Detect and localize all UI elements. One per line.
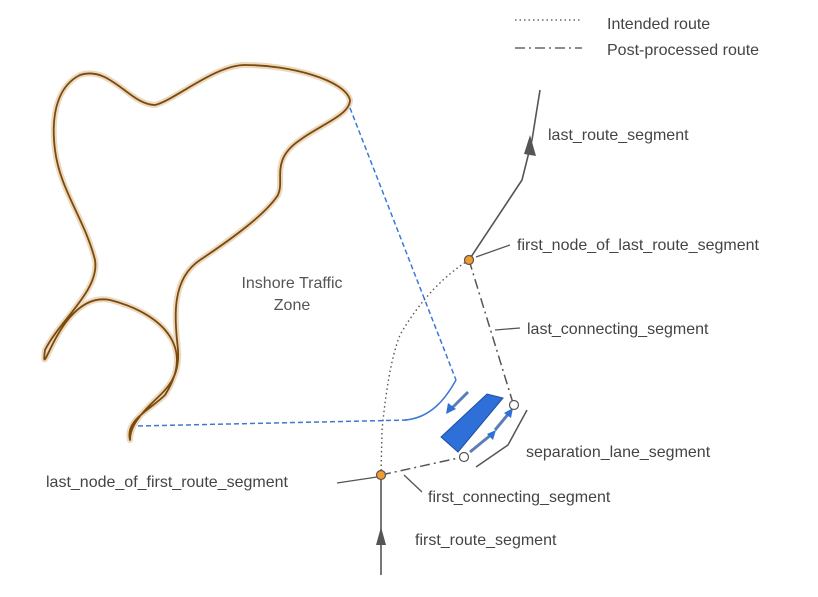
label-first-route-segment: first_route_segment [415,532,557,549]
separation-zone-shape [440,393,504,453]
legend: Intended route Post-processed route [515,16,759,59]
zone-projection-top-dashed-line [349,107,457,381]
lane-outer-edge-line [475,444,509,468]
leader-first-connecting-segment [403,474,423,493]
zone-label-line2: Zone [274,297,311,314]
lane-direction-arrowhead-northeast-2 [504,408,513,418]
lane-direction-arrowhead-southwest [446,403,456,414]
zone-outline [43,64,351,441]
lane-direction-arrowhead-northeast-1 [487,430,496,440]
label-last-route-segment: last_route_segment [548,127,689,144]
lane-direction-arrow-northeast-1 [469,432,493,454]
legend-post-processed-route-label: Post-processed route [607,42,759,59]
lane-outer-edge-line-2 [507,409,528,446]
intended-route-line [380,259,470,476]
zone-outline-glow [41,62,353,443]
leader-last-node-of-first-route-segment [336,476,378,484]
label-first-connecting-segment: first_connecting_segment [428,489,611,506]
zone-label-line1: Inshore Traffic [241,275,342,292]
inshore-traffic-zone: Inshore Traffic Zone [41,62,353,443]
first-connecting-segment-line [380,456,464,476]
zone-boundary-curve [404,379,457,421]
first-node-of-last-route-segment-marker [463,254,475,266]
separation-lane-exit-node [508,399,520,411]
label-separation-lane-segment: separation_lane_segment [526,444,711,461]
last-route-segment-tail [531,89,541,141]
leader-last-connecting-segment [494,327,521,331]
last-route-segment-arrowhead [524,135,536,156]
zone-projection-bottom-dashed-line [137,419,411,427]
last-connecting-segment-line [468,259,514,404]
leader-first-node-of-last-route-segment [475,244,511,258]
first-route-segment-arrowhead [376,527,386,545]
legend-intended-route-label: Intended route [607,16,710,33]
separation-lane [440,390,528,468]
label-last-node-of-first-route-segment: last_node_of_first_route_segment [46,474,288,491]
label-first-node-of-last-route-segment: first_node_of_last_route_segment [517,237,759,254]
separation-lane-entry-node [458,451,470,463]
label-last-connecting-segment: last_connecting_segment [527,321,709,338]
last-node-of-first-route-segment-marker [375,469,387,481]
